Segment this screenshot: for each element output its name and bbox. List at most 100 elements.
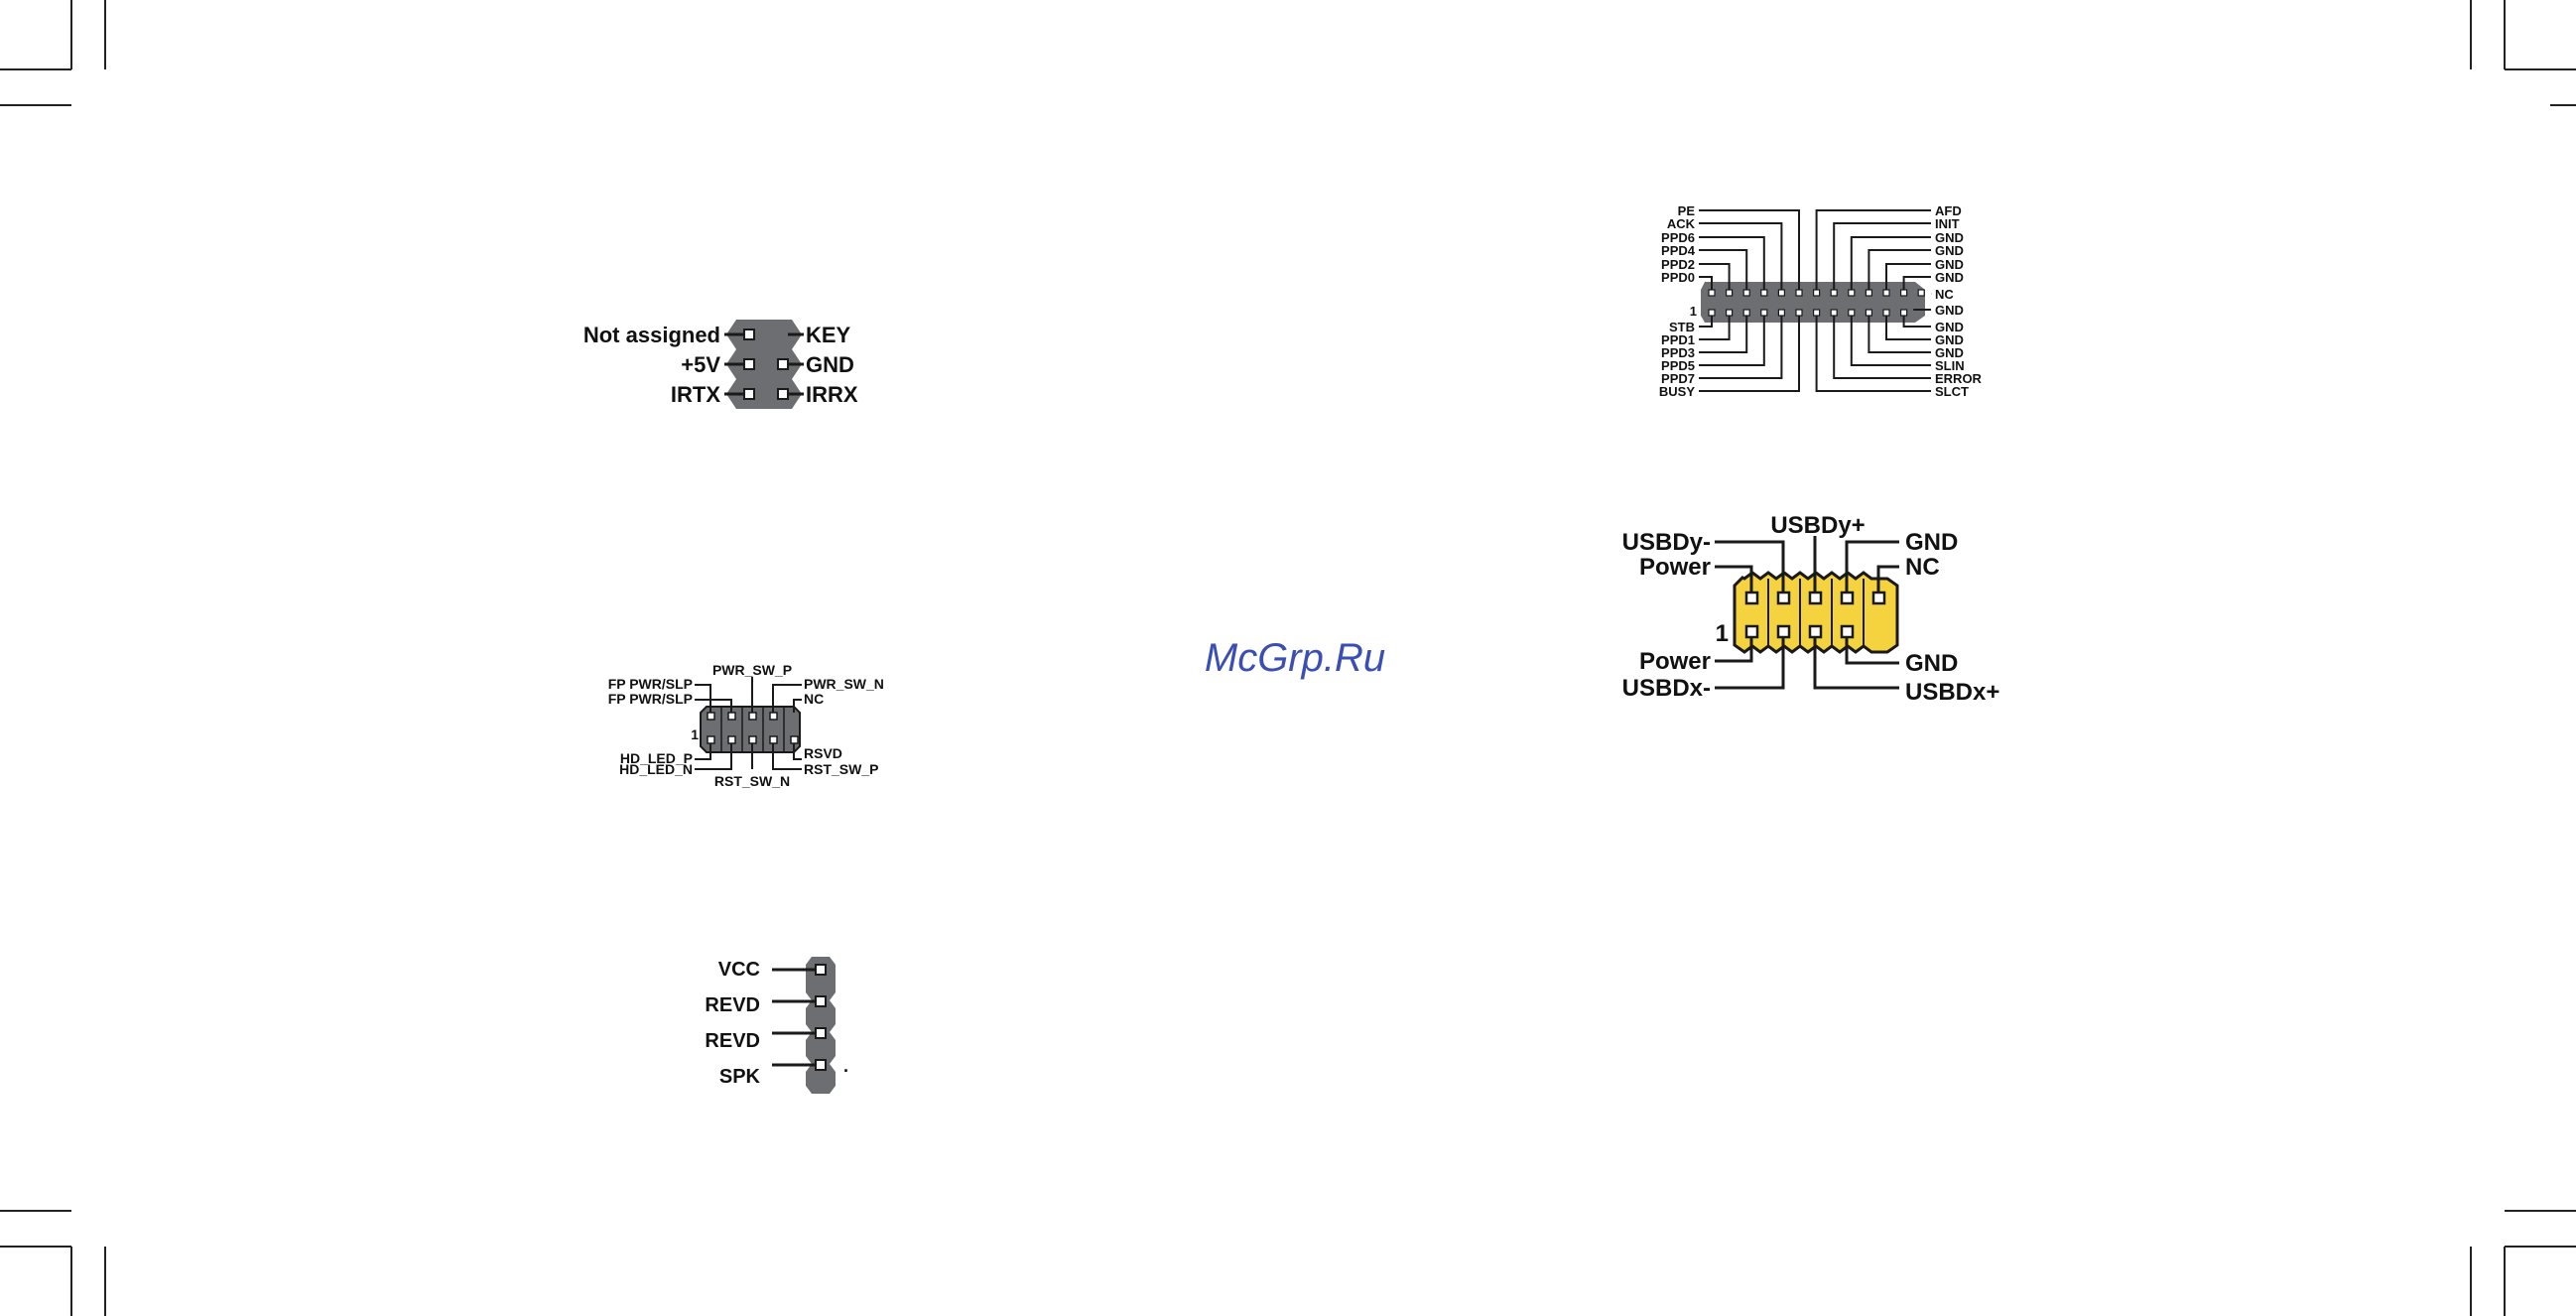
parallel-lead [1902,276,1931,290]
usb-label-power-top: Power [1639,554,1711,581]
speaker-label-spk: SPK [719,1066,761,1088]
parallel-lead [1699,316,1731,340]
parallel-pin [1777,289,1786,297]
usb-pin [1840,624,1855,639]
par-label-slct: SLCT [1935,384,1969,399]
parallel-lead [1699,316,1800,392]
front-panel-diagram: PWR_SW_P FP PWR/SLP FP PWR/SLP PWR_SW_N … [608,662,884,789]
parallel-pin [1725,289,1734,297]
parallel-lead [1699,316,1748,353]
par-label-ack: ACK [1667,216,1696,231]
parallel-lead [1815,316,1931,392]
par-label-ppd7: PPD7 [1661,371,1695,386]
parallel-pin [1708,289,1716,297]
ir-pin [777,358,789,370]
parallel-pin [1725,309,1734,317]
usb-label-nc: NC [1905,554,1940,581]
fp-pin [748,712,757,721]
ir-pin [743,329,755,340]
parallel-pin [1899,289,1908,297]
fp-pin [727,712,736,721]
fp-label-rst-sw-p: RST_SW_P [804,761,878,777]
par-label-gnd-b3: GND [1935,345,1964,360]
par-label-gnd-mid: GND [1935,303,1964,318]
fp-pin [748,735,757,744]
parallel-lead [1699,263,1731,290]
par-label-gnd-t3: GND [1935,257,1964,272]
parallel-pin [1795,309,1803,317]
usb-label-usbdy-minus: USBDy- [1622,529,1711,556]
fp-label-hd-led-p: HD_LED_P [620,750,693,766]
par-label-gnd-t1: GND [1935,230,1964,245]
usb-pin1-marker: 1 [1716,620,1729,647]
speaker-pin [815,995,827,1007]
parallel-pin [1742,309,1750,317]
parallel-connector-body [1701,282,1925,323]
parallel-lead [1885,263,1931,290]
speaker-label-revd-1: REVD [705,994,760,1016]
fp-label-fp-pwr-slp-1: FP PWR/SLP [608,676,693,692]
ir-connector-body [726,320,802,409]
par-label-ppd0: PPD0 [1661,270,1695,285]
fp-label-nc: NC [804,691,824,707]
parallel-labels: PE ACK PPD6 PPD4 PPD2 PPD0 1 STB PPD1 PP… [1659,203,1983,399]
usb-connector-body [1733,571,1899,654]
par-label-slin: SLIN [1935,358,1965,373]
usb-label-gnd-top: GND [1905,529,1958,556]
par-pin1-marker: 1 [1690,304,1697,319]
parallel-lead [1699,316,1783,379]
usb-label-power-bottom: Power [1639,648,1711,675]
speaker-pin [815,964,827,976]
ir-pin [777,388,789,400]
parallel-pin [1830,289,1838,297]
par-label-ppd1: PPD1 [1661,332,1695,347]
speaker-pin [815,1027,827,1039]
usb-header-diagram: USBDy+ USBDy- Power GND NC 1 Power USBDx… [1622,512,2000,706]
ir-label-5v: +5V [681,352,720,377]
parallel-lead [1850,316,1931,366]
parallel-pin [1708,309,1716,317]
fp-pin [707,712,715,721]
parallel-pin [1882,309,1890,317]
par-label-nc: NC [1935,287,1954,302]
usb-label-usbdx-plus: USBDx+ [1905,679,1999,706]
parallel-leads [1699,209,1932,392]
parallel-lead [1902,316,1931,328]
parallel-lead [1815,209,1931,290]
usb-pin [1744,624,1759,639]
usb-pin [1744,591,1759,605]
parallel-lead [1699,209,1800,290]
par-label-ppd4: PPD4 [1661,243,1696,258]
fp-pin [769,735,778,744]
parallel-pin [1848,309,1856,317]
parallel-pin [1917,289,1925,297]
par-label-error: ERROR [1935,371,1983,386]
speaker-diagram: VCC REVD REVD SPK . [705,957,848,1094]
parallel-pin [1795,289,1803,297]
parallel-lead [1850,236,1931,290]
ir-label-irrx: IRRX [806,382,858,407]
fp-label-fp-pwr-slp-2: FP PWR/SLP [608,691,693,707]
parallel-lead [1699,316,1713,328]
parallel-port-diagram: PE ACK PPD6 PPD4 PPD2 PPD0 1 STB PPD1 PP… [1659,203,1983,399]
parallel-pin [1812,289,1821,297]
parallel-pin [1812,309,1821,317]
ir-header-diagram: Not assigned +5V IRTX KEY GND IRRX [583,320,858,409]
par-label-afd: AFD [1935,203,1962,218]
parallel-lead [1699,316,1765,366]
parallel-lead [1699,249,1748,290]
par-label-gnd-b1: GND [1935,320,1964,334]
parallel-lead [1699,276,1713,290]
parallel-lead [1699,236,1765,290]
par-label-ppd2: PPD2 [1661,257,1695,272]
speaker-connector-body [806,957,836,1094]
fp-label-pwr-sw-p: PWR_SW_P [712,662,792,678]
ir-pin [743,358,755,370]
parallel-pin [1760,309,1768,317]
fp-pin [769,712,778,721]
fp-label-rst-sw-n: RST_SW_N [714,773,790,789]
speaker-label-revd-2: REVD [705,1030,760,1052]
usb-pin [1808,591,1823,605]
parallel-pin [1899,309,1908,317]
